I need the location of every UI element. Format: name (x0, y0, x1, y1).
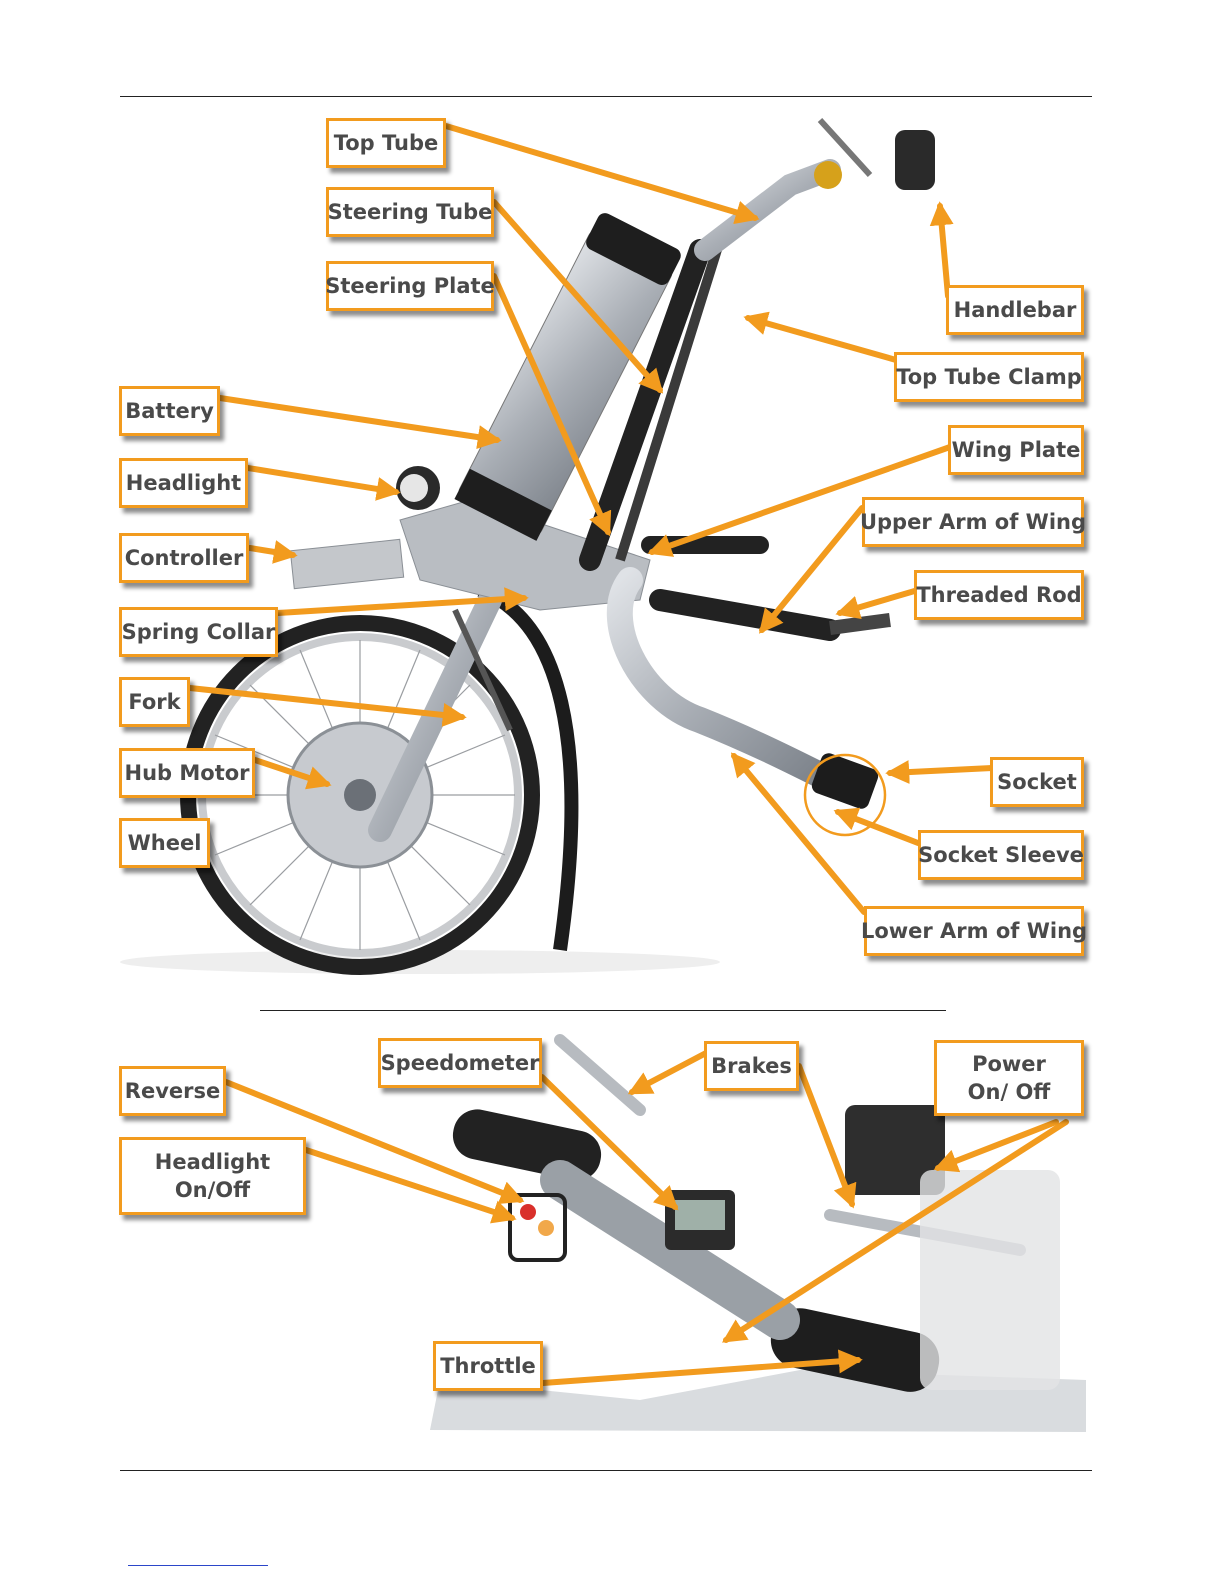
callout-throttle: Throttle (433, 1341, 543, 1391)
callout-steering-plate: Steering Plate (326, 261, 494, 311)
callout-lower-arm-of-wing: Lower Arm of Wing (864, 906, 1084, 956)
callout-headlight-on-off: Headlight On/Off (119, 1137, 306, 1215)
callout-threaded-rod: Threaded Rod (914, 570, 1084, 620)
callout-wing-plate: Wing Plate (948, 425, 1084, 475)
callout-power-on-off: Power On/ Off (934, 1040, 1084, 1116)
callout-socket-sleeve: Socket Sleeve (918, 830, 1084, 880)
callout-battery: Battery (119, 386, 220, 436)
callout-controller: Controller (119, 533, 249, 583)
callout-top-tube-clamp: Top Tube Clamp (894, 352, 1084, 402)
callout-top-tube: Top Tube (326, 118, 446, 168)
callout-upper-arm-of-wing: Upper Arm of Wing (862, 497, 1084, 547)
callout-brakes: Brakes (704, 1041, 799, 1091)
callout-fork: Fork (119, 677, 190, 727)
callout-spring-collar: Spring Collar (119, 607, 278, 657)
callout-reverse: Reverse (119, 1066, 226, 1116)
callout-speedometer: Speedometer (378, 1038, 542, 1088)
callout-wheel: Wheel (119, 818, 210, 868)
callout-headlight: Headlight (119, 458, 248, 508)
callout-steering-tube: Steering Tube (326, 187, 494, 237)
callout-hub-motor: Hub Motor (119, 748, 255, 798)
callout-handlebar: Handlebar (946, 285, 1084, 335)
callout-socket: Socket (990, 757, 1084, 807)
